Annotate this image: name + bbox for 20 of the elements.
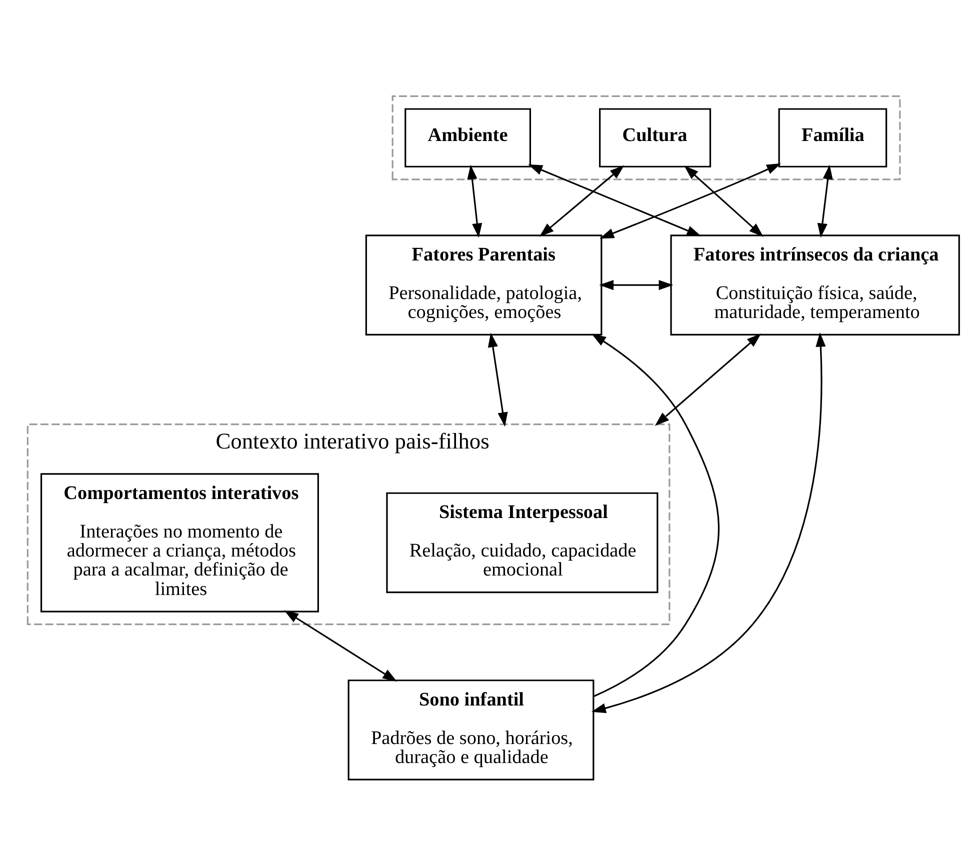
arrow bbox=[817, 164, 833, 238]
arrow bbox=[600, 163, 782, 239]
arrow bbox=[599, 280, 674, 290]
arrow bbox=[528, 164, 702, 236]
arrow bbox=[539, 165, 624, 237]
arrow bbox=[591, 332, 826, 714]
arrow bbox=[592, 334, 720, 698]
arrow bbox=[488, 332, 508, 427]
node-box: Cultura bbox=[599, 108, 712, 168]
node-box: Família bbox=[778, 108, 888, 168]
node-box: Comportamentos interativos Interações no momento de adormecer a criança, métodos para a acalmar, definição de limites bbox=[40, 473, 319, 612]
node-box: Sono infantil Padrões de sono, horários, duração e qualidade bbox=[348, 680, 594, 780]
node-box: Fatores Parentais Personalidade, patologia, cognições, emoções bbox=[365, 234, 602, 336]
arrow bbox=[467, 164, 482, 238]
node-box: Sistema Interpessoal Relação, cuidado, capacidade emocional bbox=[386, 492, 658, 594]
arrow bbox=[684, 166, 764, 237]
node-box: Fatores intrínsecos da criança Constituição física, saúde, maturidade, temperamento bbox=[670, 234, 960, 336]
arrow bbox=[284, 610, 398, 682]
arrow bbox=[654, 334, 762, 426]
node-box: Ambiente bbox=[404, 108, 531, 168]
